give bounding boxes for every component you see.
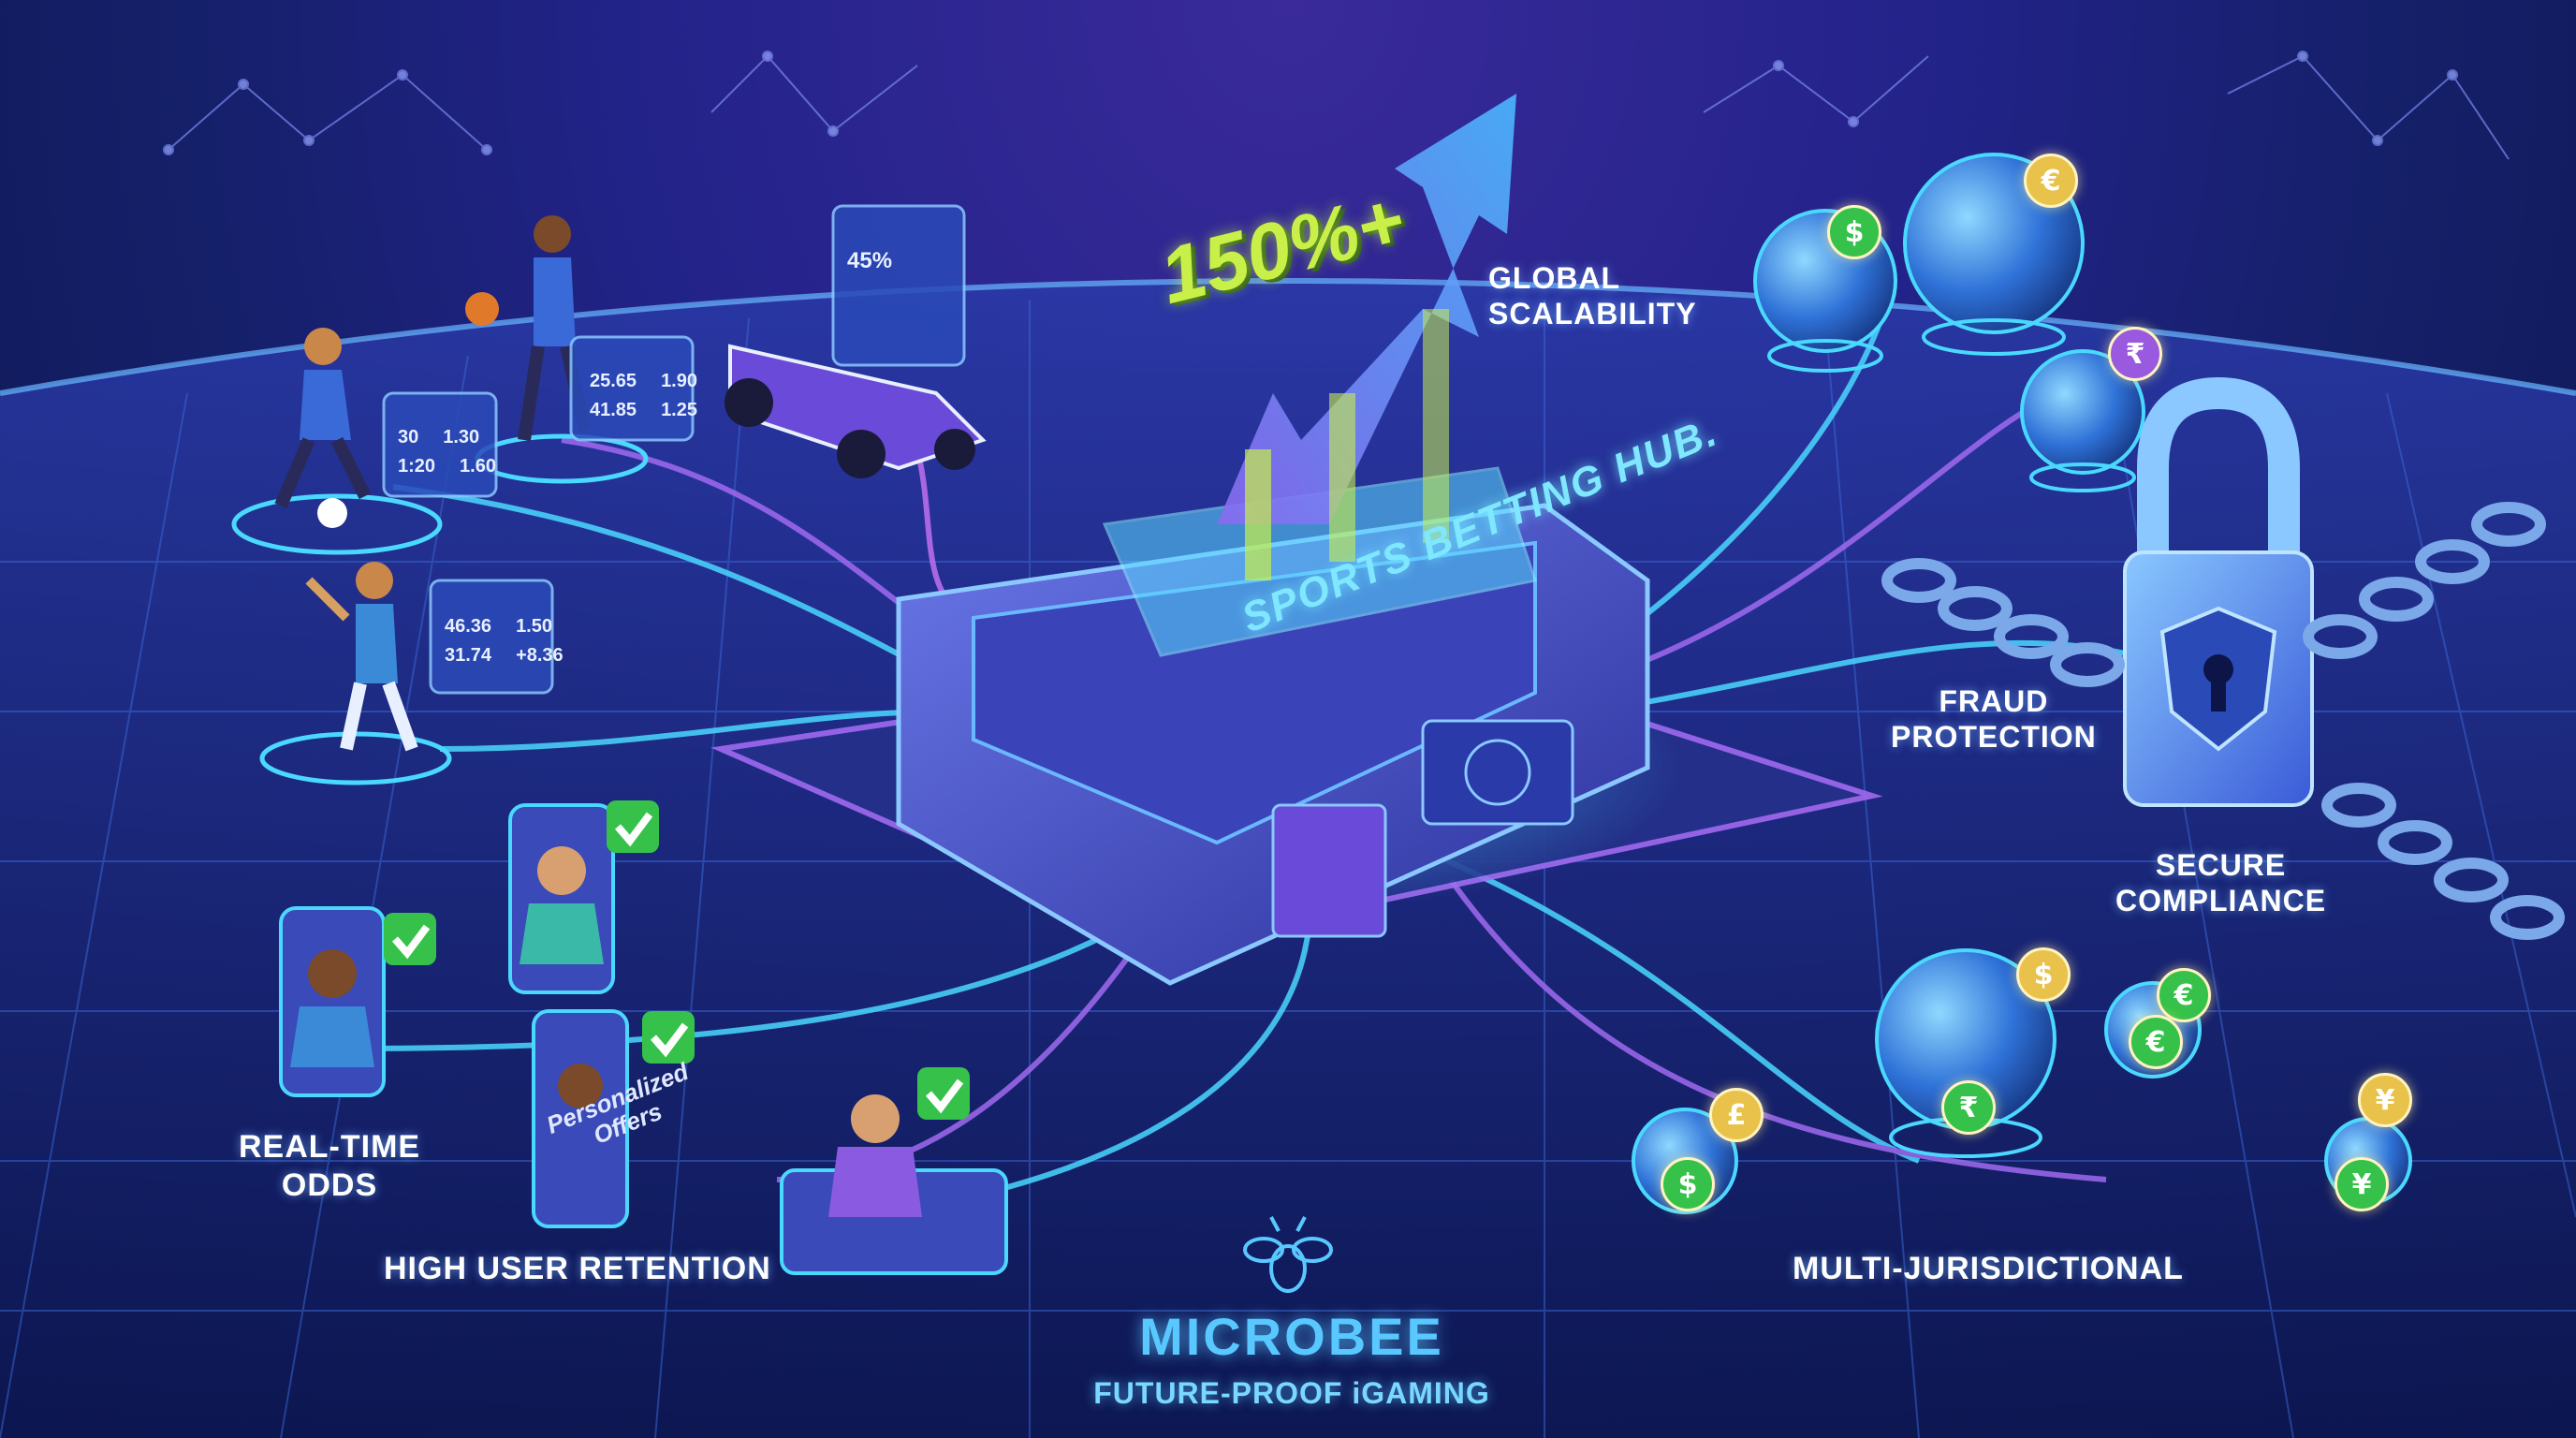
brand-name: MICROBEE xyxy=(1139,1307,1444,1366)
currency-coin-bottom-6: € xyxy=(2129,1015,2183,1069)
label-real-time-odds: REAL-TIME ODDS xyxy=(239,1129,421,1203)
data-streams xyxy=(336,316,2135,1211)
currency-coin-top-0: $ xyxy=(1827,205,1881,259)
currency-coin-bottom-2: £ xyxy=(1709,1088,1764,1142)
label-high-user-retention: HIGH USER RETENTION xyxy=(384,1251,771,1286)
brand-tagline: FUTURE-PROOF iGAMING xyxy=(1093,1376,1490,1410)
label-global-scalability: GLOBAL SCALABILITY xyxy=(1488,261,1697,331)
chains xyxy=(1881,502,2565,940)
retention-users xyxy=(279,803,1008,1275)
label-secure-compliance: SECURE COMPLIANCE xyxy=(2115,848,2327,918)
bee-logo-mark xyxy=(1243,1216,1333,1293)
sports-betting-hub-building xyxy=(896,466,1650,986)
growth-chart-graphic xyxy=(1217,94,1516,580)
currency-coin-bottom-1: € xyxy=(2157,968,2211,1022)
currency-coin-top-2: ₹ xyxy=(2108,327,2162,381)
label-fraud-protection: FRAUD PROTECTION xyxy=(1891,684,2097,755)
security-lock xyxy=(2123,376,2314,807)
currency-coin-top-1: € xyxy=(2024,154,2078,208)
odds-panels xyxy=(382,204,966,695)
currency-coin-bottom-5: ₹ xyxy=(1941,1080,1996,1135)
race-car xyxy=(724,344,987,478)
currency-coin-bottom-3: $ xyxy=(1661,1157,1715,1211)
label-multi-jurisdictional: MULTI-JURISDICTIONAL xyxy=(1793,1251,2184,1286)
check-badges xyxy=(384,800,970,1120)
horizon-glow xyxy=(0,278,2576,396)
odds-board-racing: 45% xyxy=(847,248,893,273)
athletes-group xyxy=(231,215,649,785)
sky-constellation xyxy=(163,51,2510,160)
currency-coin-bottom-4: ¥ xyxy=(2358,1073,2412,1127)
currency-coin-bottom-7: ¥ xyxy=(2334,1157,2389,1211)
currency-coin-bottom-0: $ xyxy=(2016,947,2071,1002)
